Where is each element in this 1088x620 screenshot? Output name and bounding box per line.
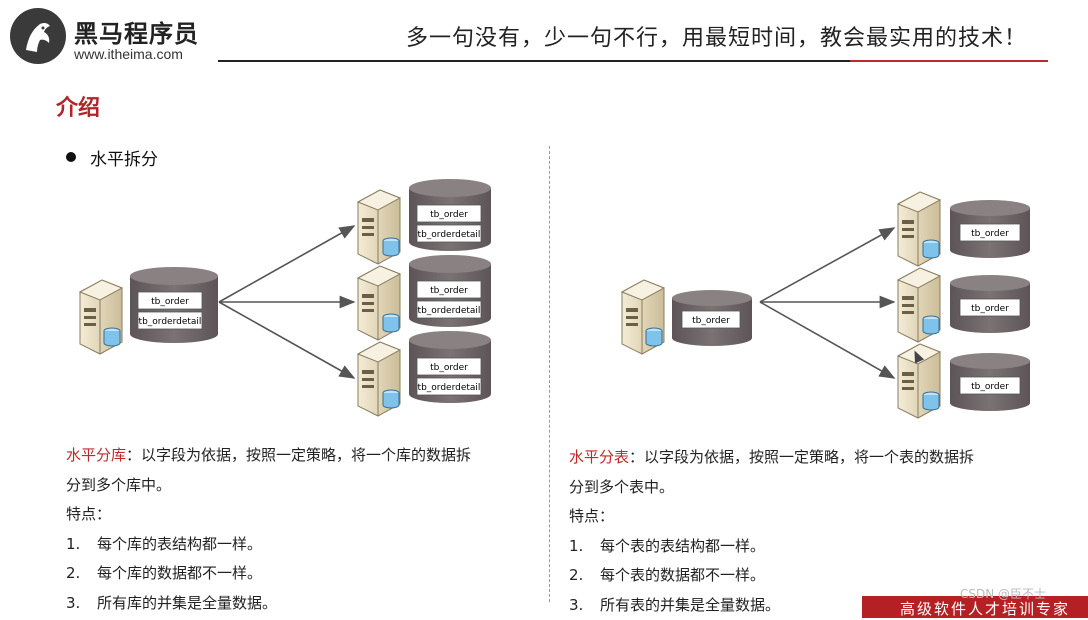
- target-database-2: tb_order tb_orderdetail: [409, 255, 491, 327]
- list-item: 2.每个表的数据都不一样。: [569, 561, 974, 591]
- source-table: tb_order: [672, 290, 752, 346]
- table-label: tb_order: [692, 316, 730, 326]
- table-label: tb_order: [971, 382, 1009, 392]
- database-icon: [923, 392, 939, 410]
- left-features-label: 特点：: [66, 500, 471, 530]
- right-term: 水平分表: [569, 448, 629, 466]
- table-label: tb_orderdetail: [418, 230, 481, 240]
- list-item: 3.所有库的并集是全量数据。: [66, 589, 471, 619]
- left-desc-line1: 水平分库：以字段为依据，按照一定策略，将一个库的数据拆: [66, 441, 471, 471]
- table-label: tb_order: [151, 297, 189, 307]
- database-icon: [923, 240, 939, 258]
- table-label: tb_order: [971, 229, 1009, 239]
- left-term: 水平分库: [66, 446, 126, 464]
- arrow-icon: [760, 228, 894, 378]
- target-table-2: tb_order: [950, 275, 1030, 333]
- list-item: 1.每个库的表结构都一样。: [66, 530, 471, 560]
- target-database-3: tb_order tb_orderdetail: [409, 331, 491, 403]
- list-item: 2.每个库的数据都不一样。: [66, 559, 471, 589]
- table-label: tb_order: [971, 304, 1009, 314]
- right-description: 水平分表：以字段为依据，按照一定策略，将一个表的数据拆 分到多个表中。 特点： …: [569, 443, 974, 620]
- database-icon: [383, 238, 399, 256]
- right-features-label: 特点：: [569, 502, 974, 532]
- right-desc-line2: 分到多个表中。: [569, 473, 974, 503]
- database-icon: [383, 390, 399, 408]
- table-label: tb_order: [430, 210, 468, 220]
- left-desc-line2: 分到多个库中。: [66, 471, 471, 501]
- watermark: CSDN @臣不士: [960, 585, 1046, 602]
- database-icon: [383, 314, 399, 332]
- table-label: tb_orderdetail: [418, 306, 481, 316]
- left-description: 水平分库：以字段为依据，按照一定策略，将一个库的数据拆 分到多个库中。 特点： …: [66, 441, 471, 618]
- table-label: tb_orderdetail: [139, 317, 202, 327]
- database-icon: [646, 328, 662, 346]
- target-table-3: tb_order: [950, 353, 1030, 411]
- table-label: tb_order: [430, 286, 468, 296]
- target-table-1: tb_order: [950, 200, 1030, 258]
- target-database-1: tb_order tb_orderdetail: [409, 179, 491, 251]
- source-database: tb_order tb_orderdetail: [130, 267, 218, 343]
- database-icon: [923, 316, 939, 334]
- database-icon: [104, 328, 120, 346]
- table-label: tb_order: [430, 363, 468, 373]
- table-label: tb_orderdetail: [418, 383, 481, 393]
- list-item: 1.每个表的表结构都一样。: [569, 532, 974, 562]
- arrow-icon: [219, 226, 354, 378]
- right-desc-line1: 水平分表：以字段为依据，按照一定策略，将一个表的数据拆: [569, 443, 974, 473]
